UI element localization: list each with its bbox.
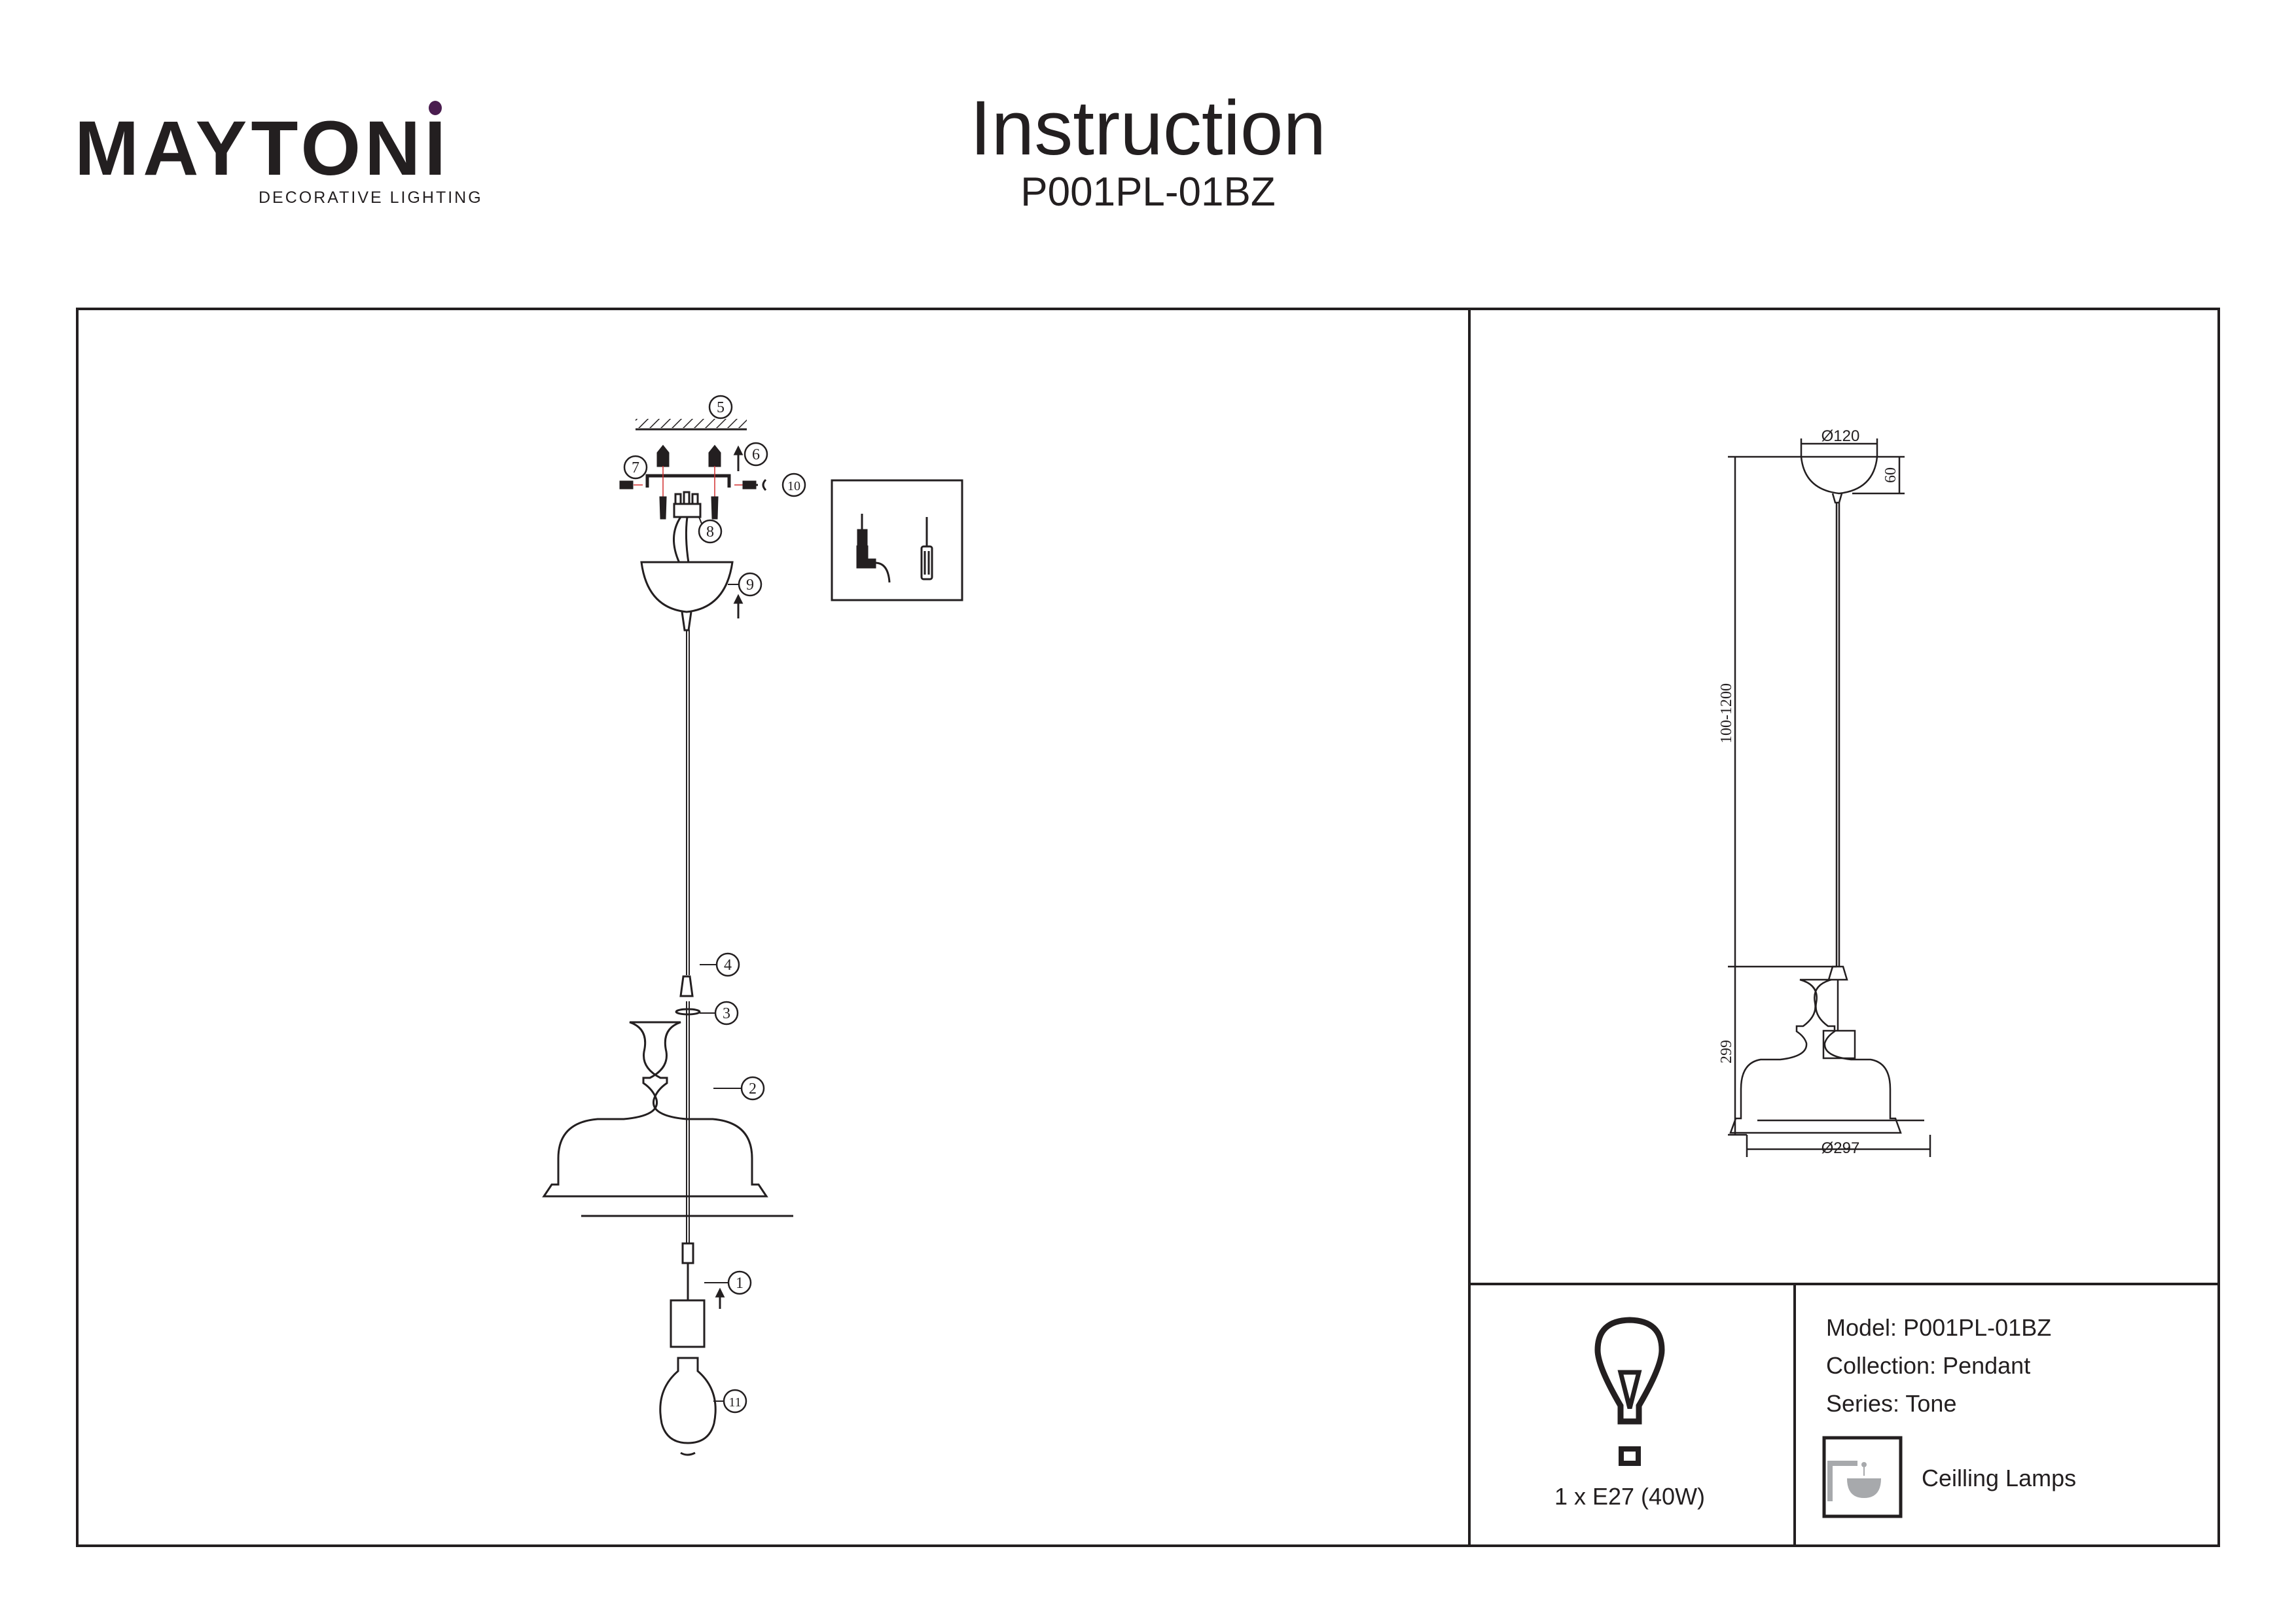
- callout-6: 6: [752, 446, 760, 463]
- dimension-labels: Ø120 60 100-1200 299 Ø297: [1718, 427, 1899, 1157]
- screw-icon: [619, 480, 757, 520]
- terminal-block-icon: [673, 491, 702, 518]
- ceiling-lamp-icon: [1822, 1436, 1903, 1518]
- wall-plug-icon: [656, 444, 721, 467]
- series-label: Series: Tone: [1826, 1390, 1957, 1417]
- callout-11: 11: [728, 1395, 741, 1410]
- brand-tagline: DECORATIVE LIGHTING: [259, 188, 483, 207]
- callout-2: 2: [749, 1080, 757, 1097]
- shade: [542, 1021, 768, 1198]
- callout-7: 7: [632, 459, 639, 476]
- collection-label: Collection: Pendant: [1826, 1352, 2031, 1379]
- lamp-holder: [670, 1299, 706, 1348]
- bulb-icon: [1594, 1317, 1665, 1466]
- shade-outline: [1729, 978, 1902, 1134]
- assembly-diagram: [542, 419, 963, 1456]
- ceiling: [636, 419, 747, 428]
- bulb-drawing: [659, 1357, 717, 1444]
- callout-10: 10: [787, 479, 800, 493]
- logo-accent-dot: [429, 101, 442, 115]
- canopy: [640, 561, 734, 613]
- dim-canopy-diameter: Ø120: [1821, 427, 1860, 445]
- mounting-bracket: [645, 474, 731, 488]
- frame: [76, 308, 2220, 1547]
- bulb-spec: 1 x E27 (40W): [1554, 1483, 1706, 1510]
- model-code: P001PL-01BZ: [1020, 169, 1276, 215]
- brand-name-text: MAYTONI: [75, 105, 450, 192]
- callout-1: 1: [736, 1275, 744, 1292]
- canopy: [1800, 455, 1878, 495]
- dim-shade-height: 299: [1718, 1040, 1735, 1063]
- lamp-type-label: Ceilling Lamps: [1922, 1465, 2077, 1491]
- cable-grip: [679, 975, 694, 997]
- dim-shade-diameter: Ø297: [1821, 1139, 1860, 1157]
- callout-4: 4: [724, 957, 732, 974]
- callout-3: 3: [723, 1005, 730, 1022]
- drill-icon: [856, 514, 891, 583]
- dim-cable-length: 100-1200: [1718, 683, 1735, 743]
- tools-box: [831, 479, 963, 601]
- maytoni-logo: MAYTONI: [75, 101, 450, 187]
- callout-5: 5: [717, 399, 725, 416]
- callout-9: 9: [746, 577, 754, 594]
- brand-name: MAYTONI: [75, 101, 450, 187]
- dim-canopy-height: 60: [1882, 467, 1899, 483]
- callouts: 1 2 3 4 5 6 7 8 9 10 11: [623, 395, 806, 1414]
- dimension-drawing: [1728, 438, 1931, 1157]
- screwdriver-icon: [920, 517, 933, 580]
- callout-8: 8: [706, 524, 714, 541]
- model-label: Model: P001PL-01BZ: [1826, 1314, 2052, 1341]
- page-title: Instruction: [969, 85, 1327, 171]
